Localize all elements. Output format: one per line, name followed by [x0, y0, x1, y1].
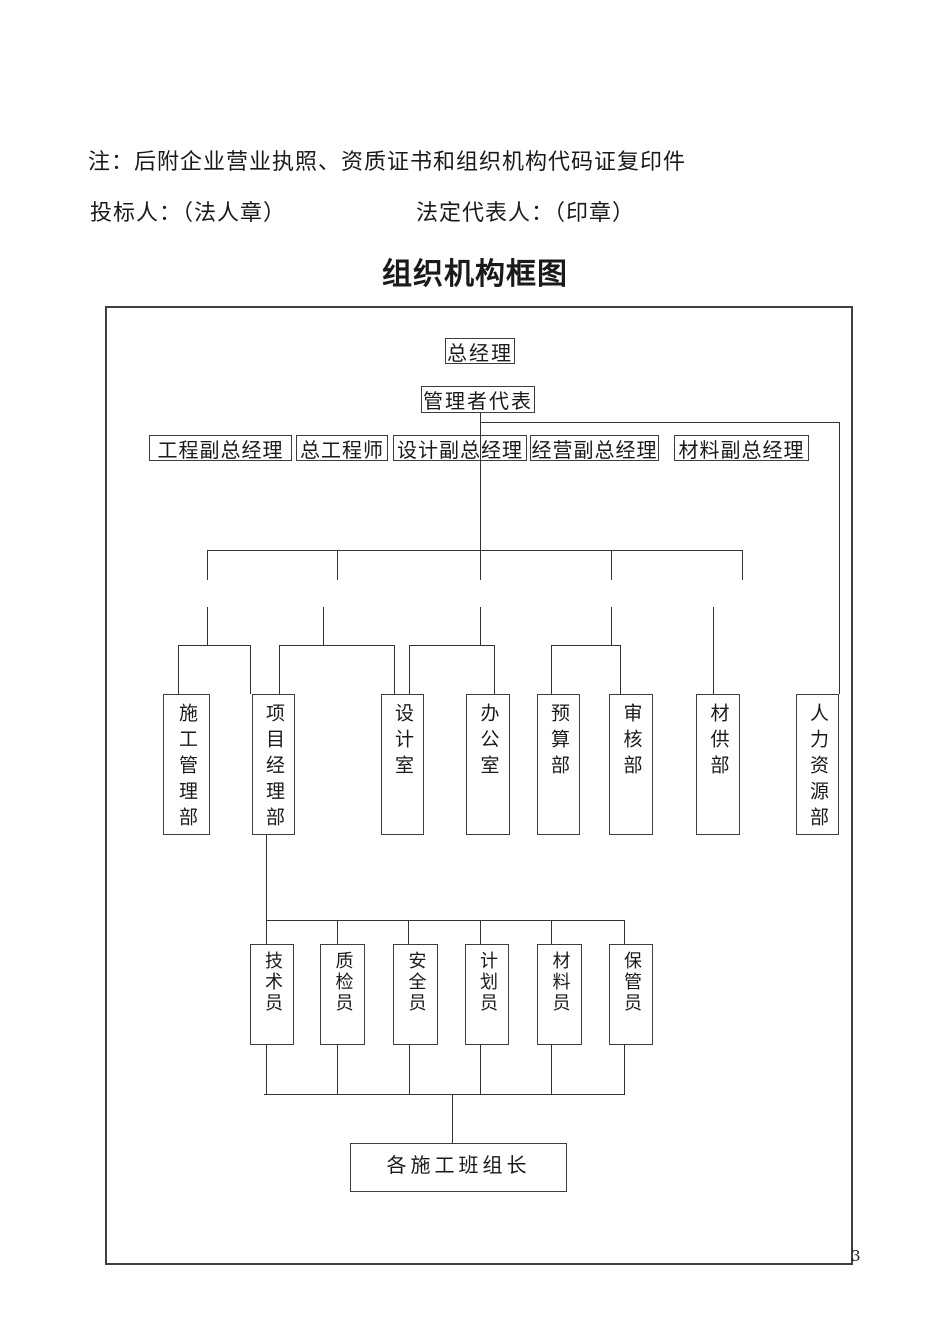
- node-management-representative: 管理者代表: [421, 386, 535, 413]
- node-deputy-materials: 材料副总经理: [674, 435, 809, 461]
- connector-line: [207, 550, 743, 551]
- org-chart-frame: 总经理 管理者代表 工程副总经理 总工程师 设计副总经理 经营副总经理 材料副总…: [105, 306, 853, 1265]
- connector-line: [337, 550, 338, 580]
- staff-label: 材料员: [549, 951, 571, 1014]
- node-chief-engineer: 总工程师: [296, 435, 388, 461]
- connector-line: [480, 550, 481, 580]
- connector-line: [480, 920, 481, 944]
- connector-line: [611, 550, 612, 580]
- connector-line: [611, 607, 612, 645]
- node-staff-quality-checker: 质检员: [320, 944, 365, 1045]
- connector-line: [264, 1094, 625, 1095]
- connector-line: [266, 920, 625, 921]
- staff-label: 计划员: [477, 951, 498, 1014]
- node-general-manager: 总经理: [445, 338, 515, 364]
- chart-title: 组织机构框图: [382, 257, 568, 292]
- connector-line: [266, 1045, 267, 1094]
- connector-line: [839, 422, 840, 694]
- node-staff-technician: 技术员: [250, 944, 294, 1045]
- connector-line: [551, 645, 552, 694]
- connector-line: [279, 645, 280, 694]
- node-dept-audit: 审核部: [609, 694, 653, 835]
- connector-line: [480, 607, 481, 645]
- node-deputy-engineering: 工程副总经理: [149, 435, 292, 461]
- staff-label: 保管员: [621, 951, 642, 1014]
- connector-line: [409, 1045, 410, 1094]
- node-dept-construction-mgmt: 施工管理部: [163, 694, 210, 835]
- connector-line: [323, 607, 324, 645]
- dept-label: 施工管理部: [176, 703, 198, 833]
- connector-line: [551, 1045, 552, 1094]
- connector-line: [494, 645, 495, 694]
- dept-label: 项目经理部: [263, 703, 285, 833]
- connector-line: [337, 1045, 338, 1094]
- staff-label: 技术员: [262, 951, 283, 1014]
- legal-representative-label: 法定代表人：（印章）: [416, 201, 636, 226]
- dept-label: 设计室: [392, 703, 414, 781]
- node-staff-planner: 计划员: [465, 944, 509, 1045]
- page-number: 3: [851, 1247, 861, 1265]
- connector-line: [178, 645, 251, 646]
- connector-line: [624, 920, 625, 944]
- staff-label: 质检员: [332, 951, 354, 1014]
- dept-label: 材供部: [707, 703, 730, 781]
- bidder-label: 投标人：（法人章）: [90, 201, 287, 226]
- connector-line: [207, 550, 208, 580]
- connector-line: [279, 645, 395, 646]
- connector-line: [178, 645, 179, 694]
- connector-line: [266, 835, 267, 920]
- connector-line: [480, 1045, 481, 1094]
- connector-line: [266, 920, 267, 944]
- staff-label: 安全员: [405, 951, 427, 1014]
- node-dept-material-supply: 材供部: [696, 694, 740, 835]
- dept-label: 审核部: [620, 703, 643, 781]
- connector-line: [408, 920, 409, 944]
- node-dept-design-office: 设计室: [381, 694, 424, 835]
- connector-line: [620, 645, 621, 694]
- connector-line: [452, 1094, 453, 1143]
- node-staff-material-clerk: 材料员: [537, 944, 582, 1045]
- node-dept-human-resources: 人力资源部: [796, 694, 839, 835]
- connector-line: [250, 645, 251, 694]
- dept-label: 办公室: [477, 703, 500, 781]
- connector-line: [551, 920, 552, 944]
- connector-line: [742, 550, 743, 580]
- connector-line: [409, 645, 410, 694]
- dept-label: 预算部: [548, 703, 570, 781]
- note-line: 注：后附企业营业执照、资质证书和组织机构代码证复印件: [88, 150, 687, 175]
- connector-line: [207, 607, 208, 645]
- connector-line: [480, 413, 481, 550]
- node-staff-safety-officer: 安全员: [393, 944, 438, 1045]
- connector-line: [337, 920, 338, 944]
- connector-line: [480, 422, 839, 423]
- connector-line: [713, 607, 714, 694]
- node-crew-leaders: 各施工班组长: [350, 1143, 567, 1192]
- connector-line: [409, 645, 495, 646]
- node-dept-project-manager: 项目经理部: [252, 694, 295, 835]
- node-dept-budget: 预算部: [537, 694, 580, 835]
- connector-line: [624, 1045, 625, 1094]
- connector-line: [551, 645, 621, 646]
- dept-label: 人力资源部: [807, 703, 829, 833]
- node-deputy-operations: 经营副总经理: [530, 435, 659, 461]
- connector-line: [394, 645, 395, 694]
- node-dept-office: 办公室: [466, 694, 510, 835]
- node-deputy-design: 设计副总经理: [393, 435, 527, 461]
- node-staff-storekeeper: 保管员: [609, 944, 653, 1045]
